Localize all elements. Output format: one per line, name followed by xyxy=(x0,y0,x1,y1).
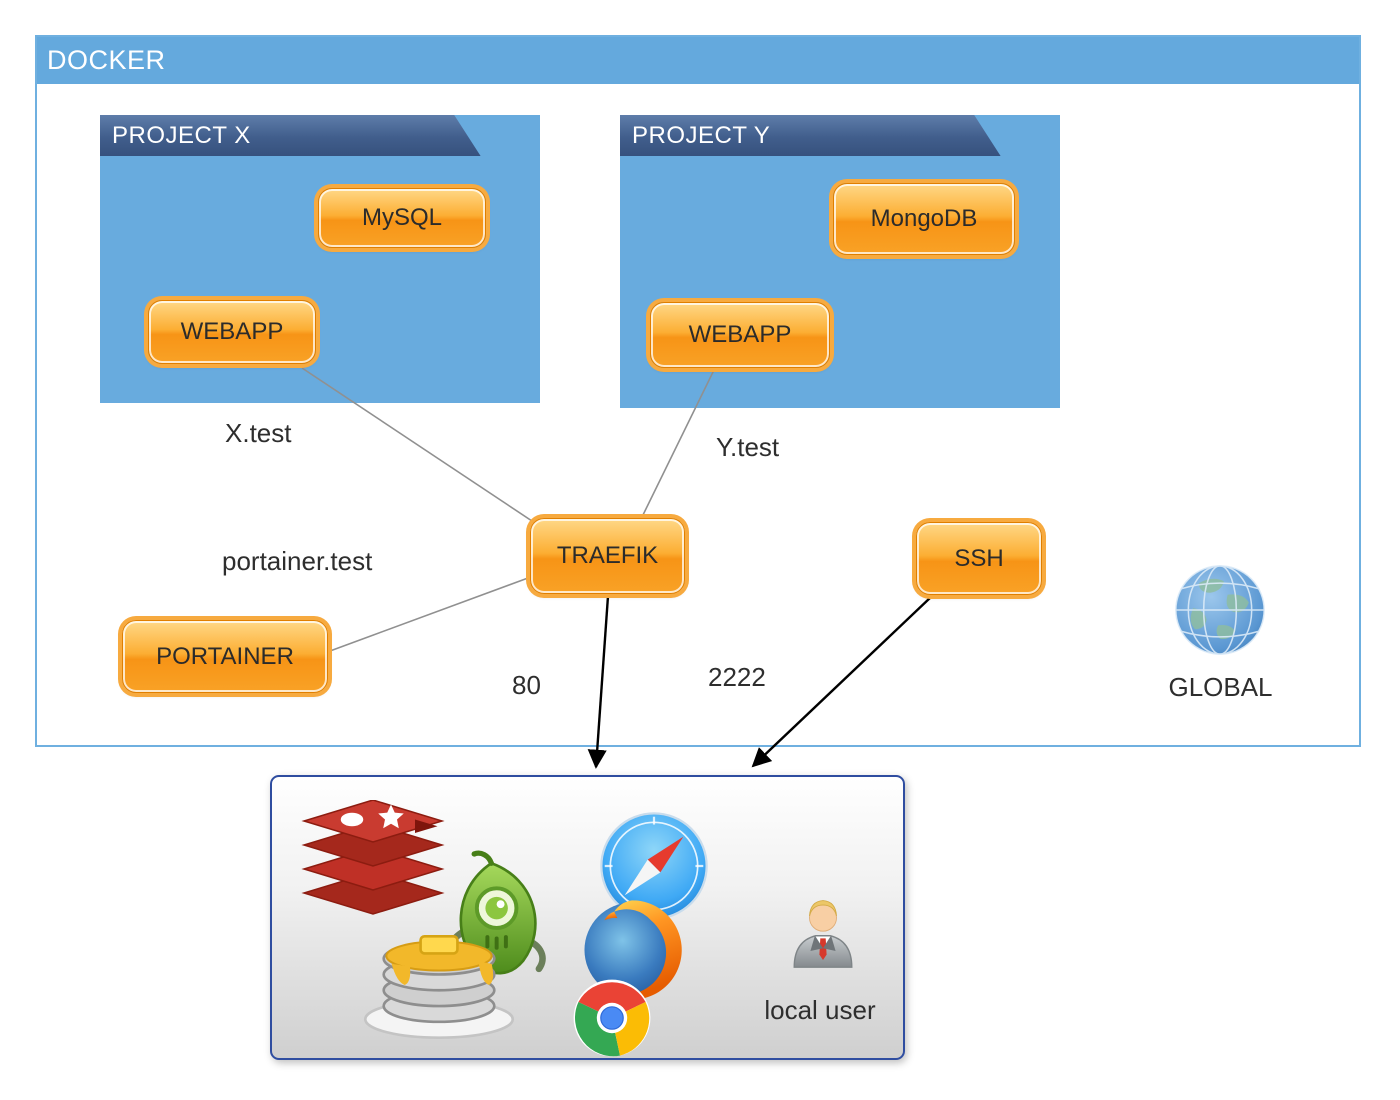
globe-icon xyxy=(1175,565,1265,655)
label-y-test: Y.test xyxy=(716,432,780,462)
global-label: GLOBAL xyxy=(1168,672,1273,702)
project-x-title: PROJECT X xyxy=(112,121,251,149)
person-icon xyxy=(793,900,853,968)
label-port-80: 80 xyxy=(512,670,541,700)
label-x-test: X.test xyxy=(225,418,292,448)
node-ssh: SSH xyxy=(916,522,1042,595)
pancakes-database-icon xyxy=(363,934,515,1039)
project-x-tab: PROJECT X xyxy=(100,115,481,156)
redis-icon xyxy=(301,800,445,915)
firefox-browser-icon xyxy=(584,900,682,1000)
project-y-title: PROJECT Y xyxy=(632,121,771,149)
label-port-2222: 2222 xyxy=(708,662,766,692)
docker-header: DOCKER xyxy=(37,37,1359,84)
node-mysql: MySQL xyxy=(318,188,486,248)
node-webapp-x: WEBAPP xyxy=(148,300,316,364)
safari-browser-icon xyxy=(600,812,708,920)
label-portainer-test: portainer.test xyxy=(222,546,373,576)
docker-title: DOCKER xyxy=(47,45,166,75)
node-webapp-y: WEBAPP xyxy=(650,302,830,368)
chrome-browser-icon xyxy=(573,979,651,1057)
node-traefik: TRAEFIK xyxy=(530,518,685,594)
node-portainer: PORTAINER xyxy=(122,620,328,693)
node-mongodb: MongoDB xyxy=(833,183,1015,255)
project-y-tab: PROJECT Y xyxy=(620,115,1001,156)
medis-robot-icon xyxy=(444,850,546,975)
local-user-label: local user xyxy=(764,995,876,1025)
